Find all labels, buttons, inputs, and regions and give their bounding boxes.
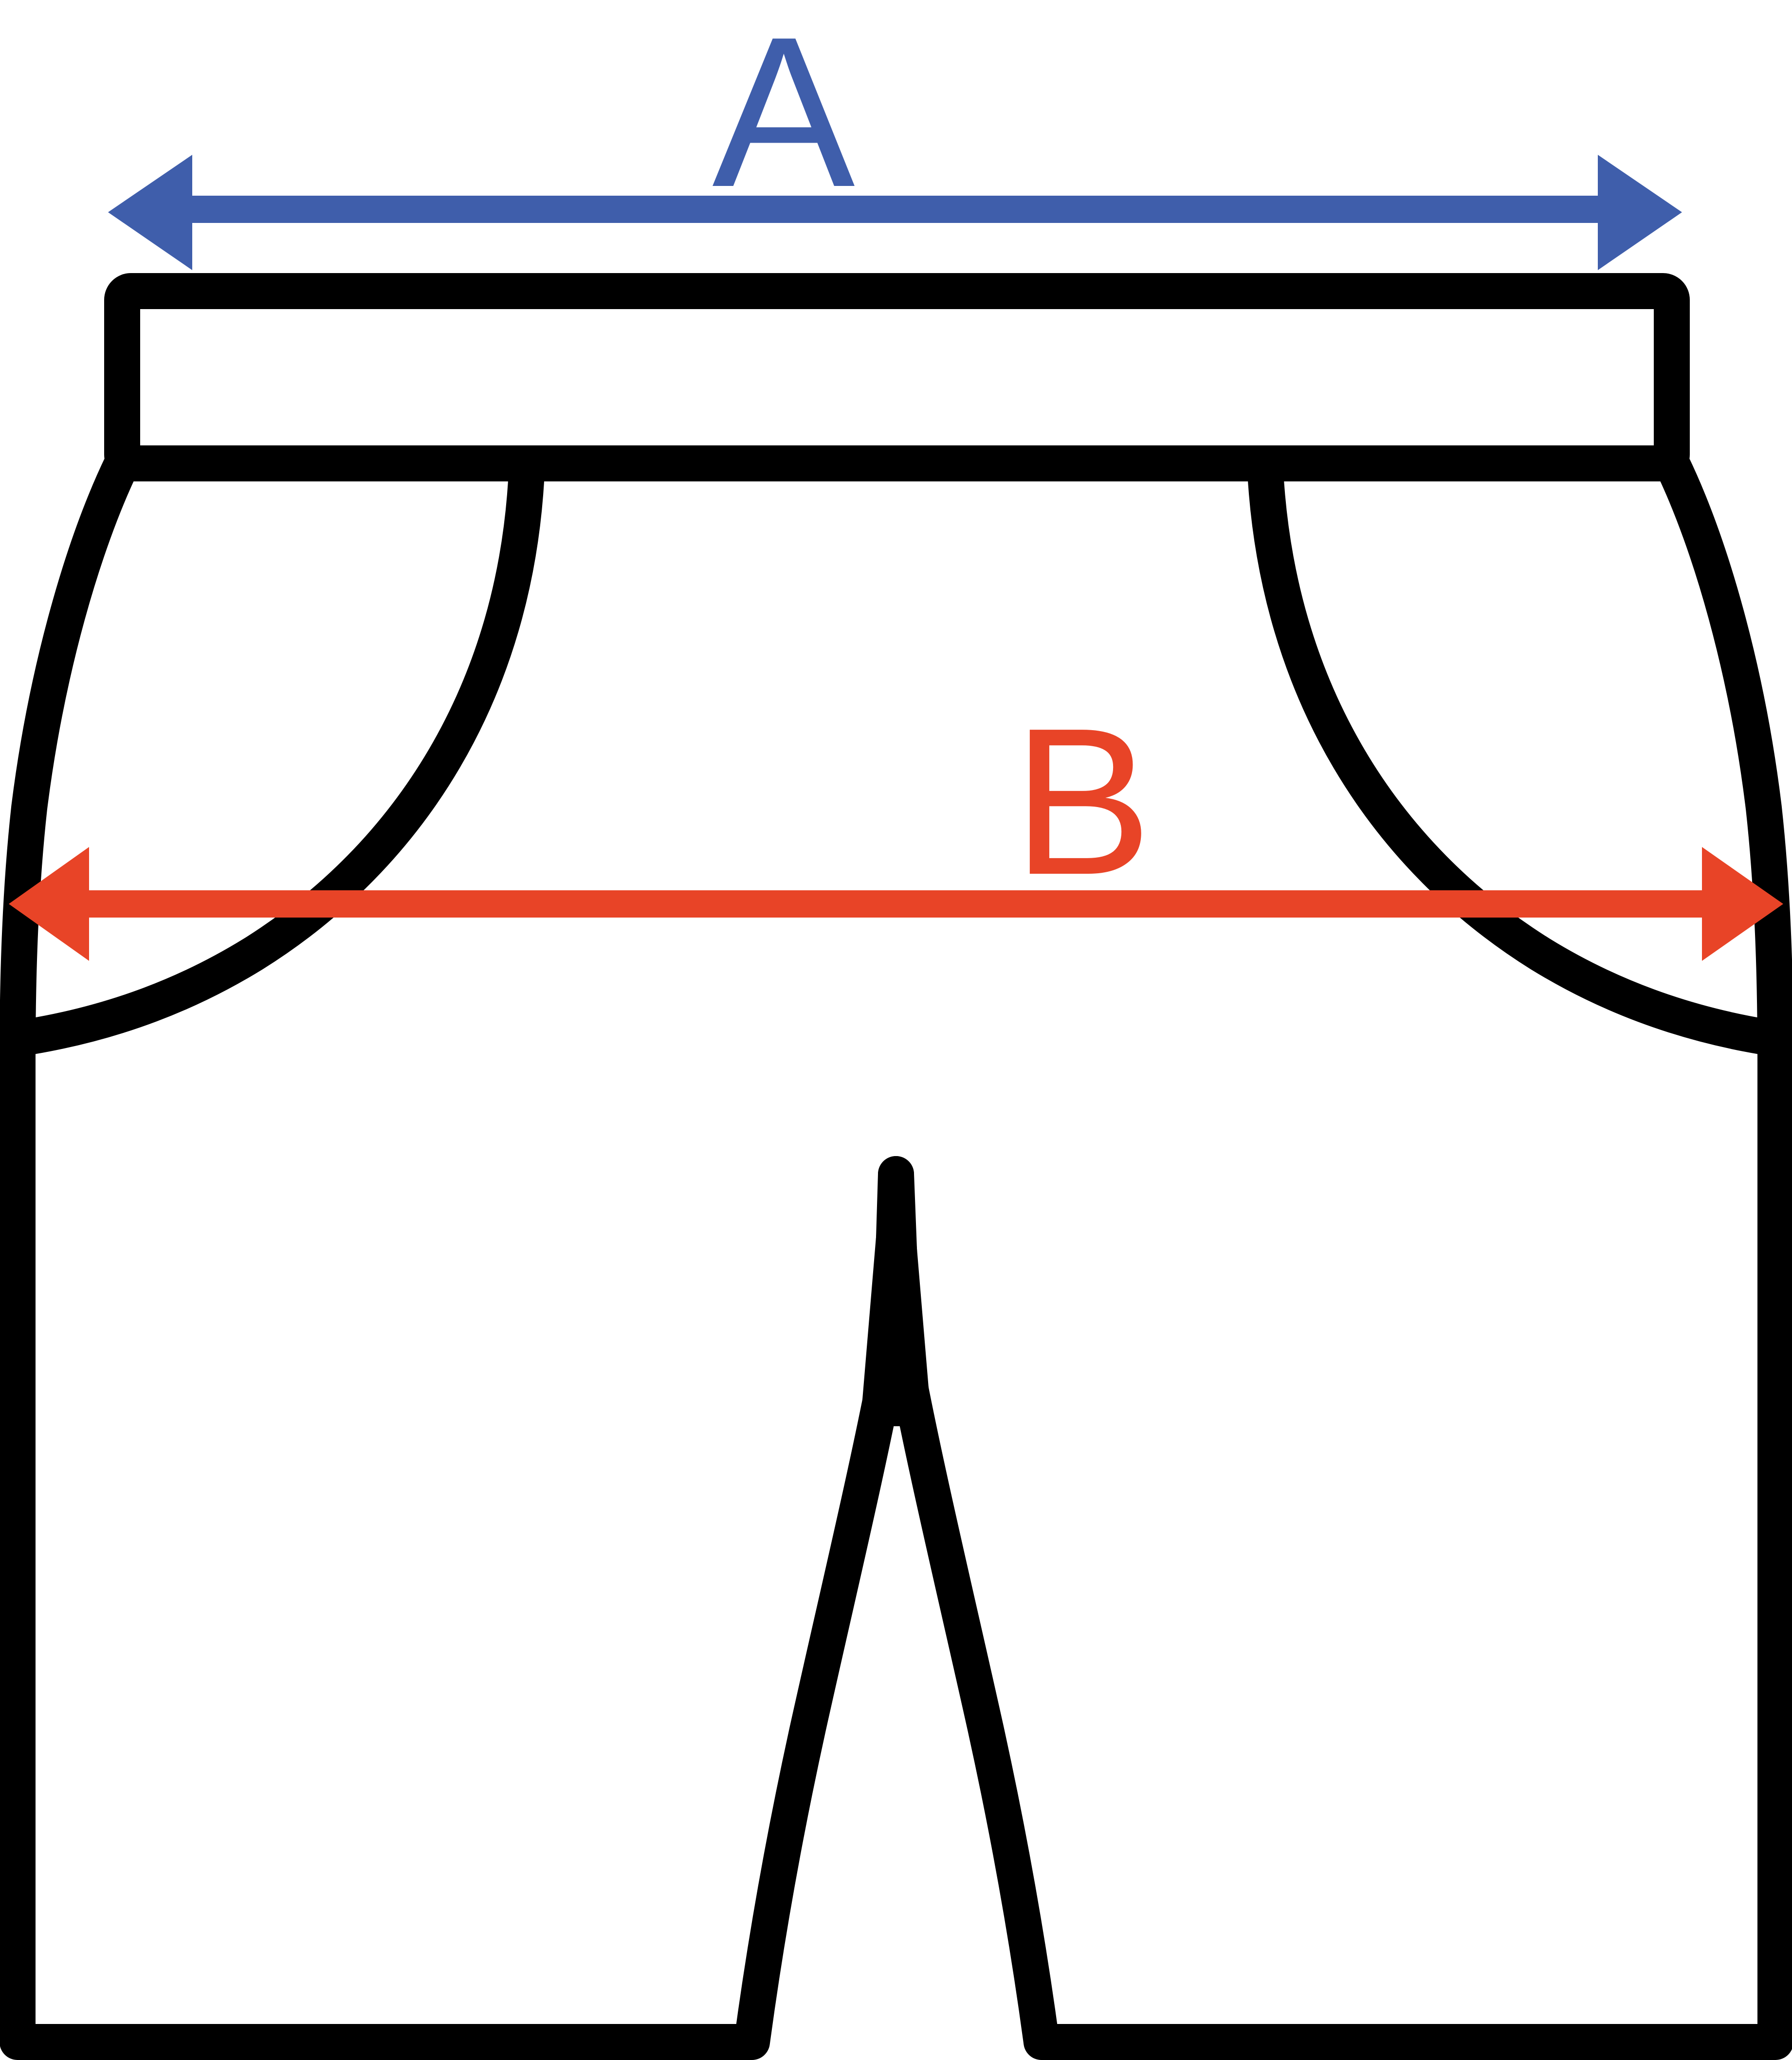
right-leg-outline — [878, 445, 1792, 2060]
measurement-b-label: B — [1013, 685, 1152, 919]
measurement-a-left-arrow-icon — [108, 155, 192, 270]
left-leg-outline — [0, 445, 914, 2060]
crotch-outline — [861, 1159, 931, 1426]
measurement-a: A — [108, 0, 1682, 270]
measurement-b-right-arrow-icon — [1702, 847, 1783, 961]
right-pocket-outline — [1247, 454, 1782, 1055]
measurement-b-left-arrow-icon — [9, 847, 89, 961]
measurement-b: B — [9, 685, 1783, 961]
shorts-icon — [0, 273, 1792, 2060]
waistband-outline — [104, 273, 1690, 481]
measurement-a-right-arrow-icon — [1598, 155, 1682, 270]
measurement-a-label: A — [712, 0, 856, 232]
